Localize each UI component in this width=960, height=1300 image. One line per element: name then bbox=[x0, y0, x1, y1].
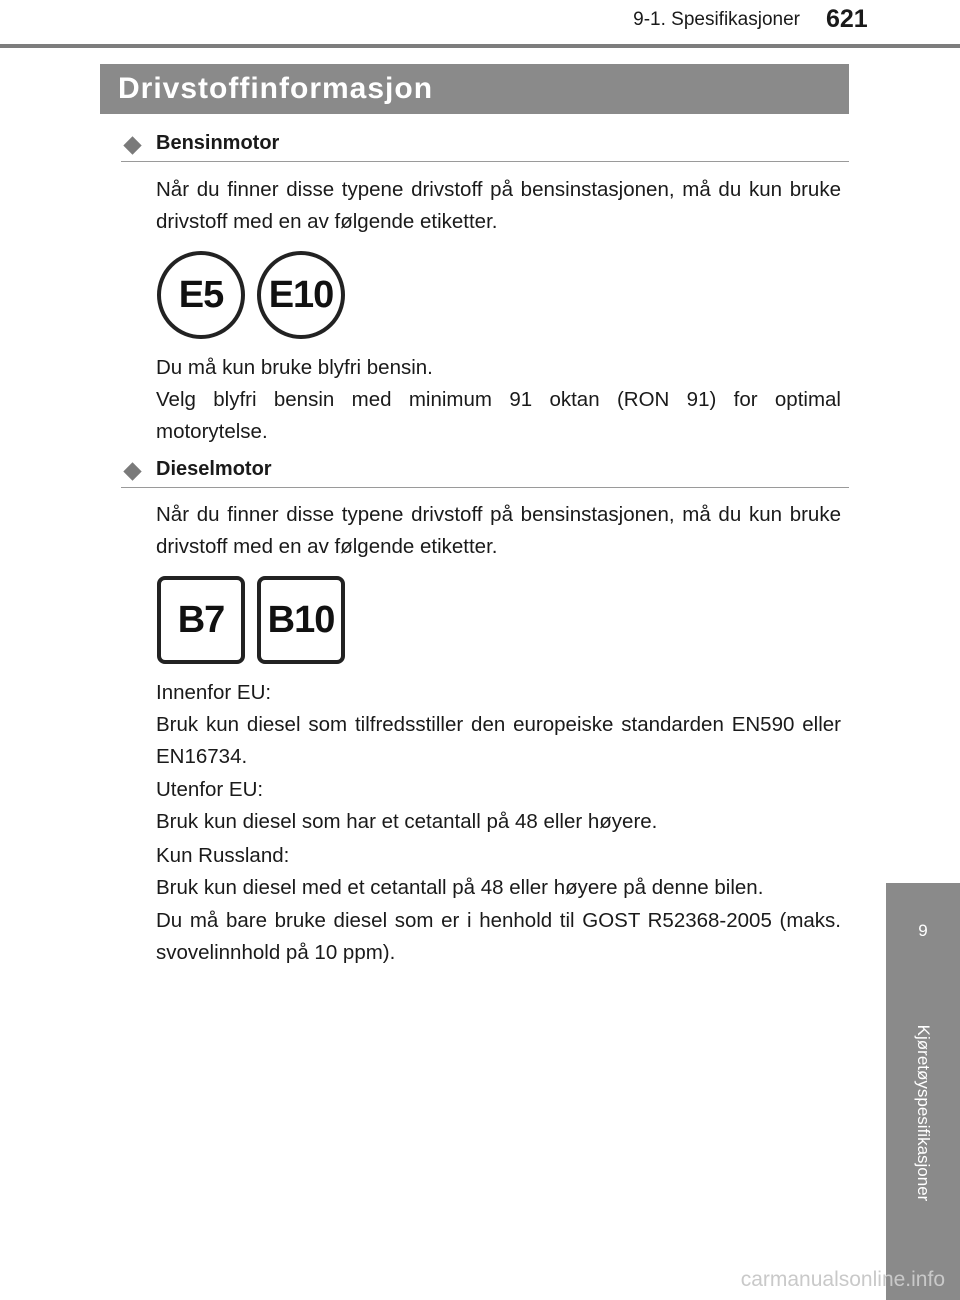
diesel-russia-text: Bruk kun diesel med et cetantall på 48 e… bbox=[156, 876, 764, 899]
petrol-note-unleaded: Du må kun bruke blyfri bensin. bbox=[156, 356, 433, 379]
chapter-side-tab: 9 Kjøretøyspesifikasjoner bbox=[886, 883, 960, 1300]
header-divider bbox=[0, 44, 960, 48]
chapter-label: Kjøretøyspesifikasjoner bbox=[914, 1024, 933, 1202]
diesel-outside-eu-text: Bruk kun diesel som har et cetantall på … bbox=[156, 810, 658, 833]
diesel-russia-label: Kun Russland: bbox=[156, 844, 290, 867]
diamond-bullet-icon bbox=[123, 462, 142, 481]
fuel-label-e5: E5 bbox=[157, 251, 245, 339]
diesel-gost-block: Du må bare bruke diesel som er i henhold… bbox=[156, 905, 841, 969]
watermark: carmanualsonline.info bbox=[740, 1268, 945, 1291]
page-number: 621 bbox=[826, 5, 868, 33]
petrol-intro-paragraph: Når du finner disse typene drivstoff på … bbox=[156, 174, 841, 238]
section-title-petrol: Bensinmotor bbox=[156, 132, 280, 154]
diesel-outside-eu-label: Utenfor EU: bbox=[156, 778, 264, 801]
chapter-section-title: 9-1. Spesifikasjoner bbox=[633, 9, 800, 30]
petrol-note-octane: Velg blyfri bensin med minimum 91 oktan … bbox=[156, 388, 841, 443]
diesel-gost-text: Du må bare bruke diesel som er i henhold… bbox=[156, 909, 841, 964]
petrol-intro-text: Når du finner disse typene drivstoff på … bbox=[156, 178, 841, 233]
petrol-notes: Du må kun bruke blyfri bensin. Velg blyf… bbox=[156, 352, 841, 448]
fuel-label-b10: B10 bbox=[257, 576, 345, 664]
diesel-intro-text: Når du finner disse typene drivstoff på … bbox=[156, 503, 841, 558]
chapter-number: 9 bbox=[918, 921, 928, 940]
diesel-outside-eu-block: Utenfor EU: Bruk kun diesel som har et c… bbox=[156, 774, 841, 838]
page-title: Drivstoffinformasjon bbox=[100, 64, 849, 114]
section-heading-petrol: Bensinmotor bbox=[121, 131, 849, 162]
diesel-eu-text: Bruk kun diesel som tilfredsstiller den … bbox=[156, 713, 841, 768]
fuel-label-e10: E10 bbox=[257, 251, 345, 339]
section-heading-diesel: Dieselmotor bbox=[121, 457, 849, 488]
fuel-label-b7: B7 bbox=[157, 576, 245, 664]
diesel-eu-block: Innenfor EU: Bruk kun diesel som tilfred… bbox=[156, 677, 841, 773]
diamond-bullet-icon bbox=[123, 136, 142, 155]
diesel-intro-paragraph: Når du finner disse typene drivstoff på … bbox=[156, 499, 841, 563]
diesel-eu-label: Innenfor EU: bbox=[156, 681, 272, 704]
section-title-diesel: Dieselmotor bbox=[156, 458, 272, 480]
diesel-russia-block: Kun Russland: Bruk kun diesel med et cet… bbox=[156, 840, 841, 904]
